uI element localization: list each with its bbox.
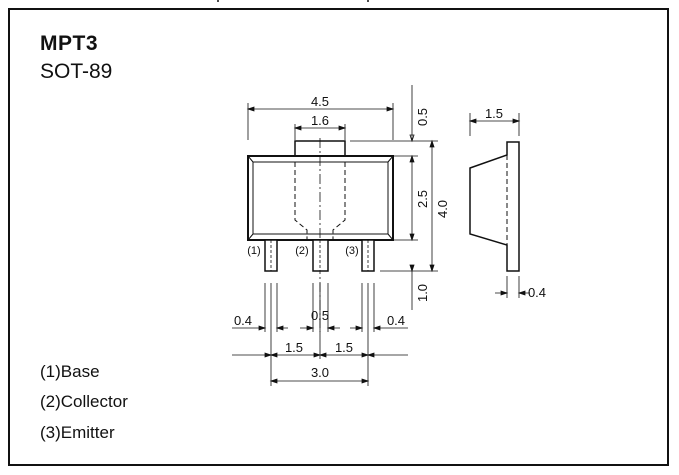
- dim-side-thickness: 1.5: [485, 106, 503, 121]
- lead-extension-lines: [264, 283, 375, 386]
- pin-label-emitter: (3)Emitter: [40, 423, 115, 442]
- lead-centerlines: [270, 240, 369, 271]
- dim-lead-width-left: 0.4: [234, 313, 252, 328]
- pin-label-base: (1)Base: [40, 362, 100, 381]
- dim-lead-width-right: 0.4: [387, 313, 405, 328]
- lead-2: [312, 239, 329, 272]
- bottom-dimension-lines: [232, 325, 408, 384]
- side-view: [468, 113, 530, 298]
- dim-tab-height: 0.5: [415, 108, 430, 126]
- pin-marker-1: (1): [247, 245, 260, 257]
- dim-body-height: 2.5: [415, 190, 430, 208]
- top-dimension-lines: [246, 103, 395, 140]
- dim-body-width: 4.5: [311, 94, 329, 109]
- package-name: SOT-89: [40, 60, 113, 83]
- hidden-collector-outline: [294, 162, 346, 240]
- pin-marker-2: (2): [295, 245, 308, 257]
- dim-lead-length: 1.0: [415, 284, 430, 302]
- package-body-bevel: [252, 161, 389, 235]
- dim-tab-width: 1.6: [311, 113, 329, 128]
- dim-lead-width-center: 0.5: [311, 308, 329, 323]
- part-name: MPT3: [40, 32, 99, 55]
- bevel-corners: [247, 155, 394, 241]
- dim-total-height: 4.0: [435, 200, 450, 218]
- front-view: [247, 138, 394, 332]
- dim-pitch-left: 1.5: [285, 340, 303, 355]
- pin-marker-3: (3): [345, 245, 358, 257]
- dim-lead-span: 3.0: [311, 365, 329, 380]
- pin-label-collector: (2)Collector: [40, 392, 128, 411]
- height-dimension-lines: [350, 85, 438, 310]
- outer-border: [8, 8, 669, 466]
- side-profile: [469, 141, 520, 272]
- package-body: [247, 155, 394, 241]
- header-fragment: [217, 0, 369, 2]
- dim-pitch-right: 1.5: [335, 340, 353, 355]
- dim-lead-thickness: 0.4: [528, 285, 546, 300]
